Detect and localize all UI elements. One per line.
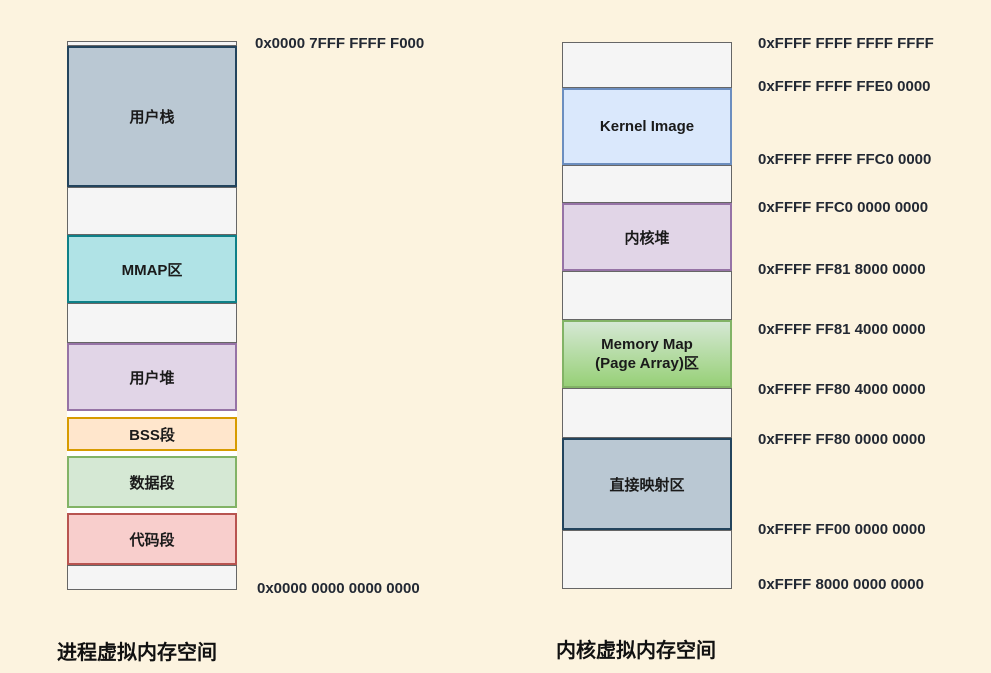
address-label-kernel-0: 0xFFFF FFFF FFFF FFFF: [758, 35, 934, 52]
block-memory-map-label-line2: (Page Array)区: [595, 355, 699, 372]
address-label-kernel-9: 0xFFFF 8000 0000 0000: [758, 576, 924, 593]
empty-block: [562, 530, 732, 589]
empty-block: [67, 187, 237, 235]
block-direct-mapping: 直接映射区: [562, 438, 732, 530]
address-label-process-bottom: 0x0000 0000 0000 0000: [257, 580, 420, 597]
block-user-heap-label: 用户堆: [129, 369, 175, 387]
address-label-kernel-6: 0xFFFF FF80 4000 0000: [758, 381, 926, 398]
empty-block: [562, 271, 732, 320]
block-bss-segment-label: BSS段: [129, 426, 175, 444]
block-code-segment: 代码段: [67, 513, 237, 565]
address-label-kernel-4: 0xFFFF FF81 8000 0000: [758, 261, 926, 278]
block-user-stack-label: 用户栈: [129, 109, 175, 126]
block-kernel-heap-label: 内核堆: [624, 229, 670, 247]
address-label-kernel-2: 0xFFFF FFFF FFC0 0000: [758, 151, 932, 168]
block-kernel-heap: 内核堆: [562, 203, 732, 271]
block-memory-map: Memory Map (Page Array)区: [562, 320, 732, 388]
empty-block: [67, 565, 237, 590]
empty-block: [562, 42, 732, 88]
block-mmap-area-label: MMAP区: [121, 261, 183, 279]
spacer-gap: [67, 508, 237, 513]
spacer-gap: [67, 411, 237, 417]
address-label-kernel-8: 0xFFFF FF00 0000 0000: [758, 521, 926, 538]
block-kernel-image: Kernel Image: [562, 88, 732, 165]
guard-gap-strip: [67, 41, 237, 46]
block-user-heap: 用户堆: [67, 343, 237, 411]
block-data-segment-label: 数据段: [129, 474, 175, 492]
process-space-title: 进程虚拟内存空间: [57, 642, 217, 664]
spacer-gap: [67, 451, 237, 456]
block-data-segment: 数据段: [67, 456, 237, 508]
empty-block: [562, 388, 732, 438]
block-memory-map-label-line1: Memory Map: [601, 336, 693, 353]
address-label-process-top: 0x0000 7FFF FFFF F000: [255, 35, 425, 52]
address-label-kernel-5: 0xFFFF FF81 4000 0000: [758, 321, 926, 338]
block-mmap-area: MMAP区: [67, 235, 237, 303]
block-kernel-image-label: Kernel Image: [599, 118, 695, 135]
empty-block: [67, 303, 237, 343]
kernel-space-title: 内核虚拟内存空间: [556, 640, 716, 662]
empty-block: [562, 165, 732, 203]
address-label-kernel-7: 0xFFFF FF80 0000 0000: [758, 431, 926, 448]
block-code-segment-label: 代码段: [129, 531, 175, 549]
block-direct-mapping-label: 直接映射区: [609, 476, 685, 494]
address-label-kernel-1: 0xFFFF FFFF FFE0 0000: [758, 78, 931, 95]
address-label-kernel-3: 0xFFFF FFC0 0000 0000: [758, 199, 929, 216]
block-bss-segment: BSS段: [67, 417, 237, 451]
block-user-stack: 用户栈: [67, 46, 237, 187]
